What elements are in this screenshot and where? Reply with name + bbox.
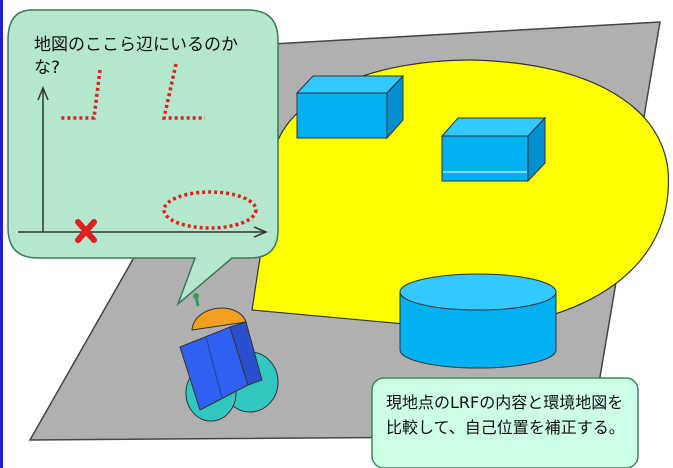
scan-pattern-ellipse: [162, 190, 258, 230]
mini-map-axes: [18, 86, 268, 238]
box-obstacle-1: [295, 74, 405, 140]
note-text: 現地点のLRFの内容と環境地図を比較して、自己位置を補正する。: [386, 393, 625, 437]
left-border: [0, 0, 3, 468]
bubble-text: 地図のここら辺にいるのかな?: [34, 35, 238, 78]
scan-pattern-left: [60, 69, 102, 120]
box-obstacle-2: [440, 116, 547, 183]
scan-pattern-right: [161, 63, 205, 120]
note-box: [371, 377, 639, 468]
x-mark-icon: [75, 219, 97, 243]
cylinder-obstacle: [399, 273, 557, 369]
robot-icon: [179, 293, 279, 422]
speech-bubble: [7, 9, 279, 307]
